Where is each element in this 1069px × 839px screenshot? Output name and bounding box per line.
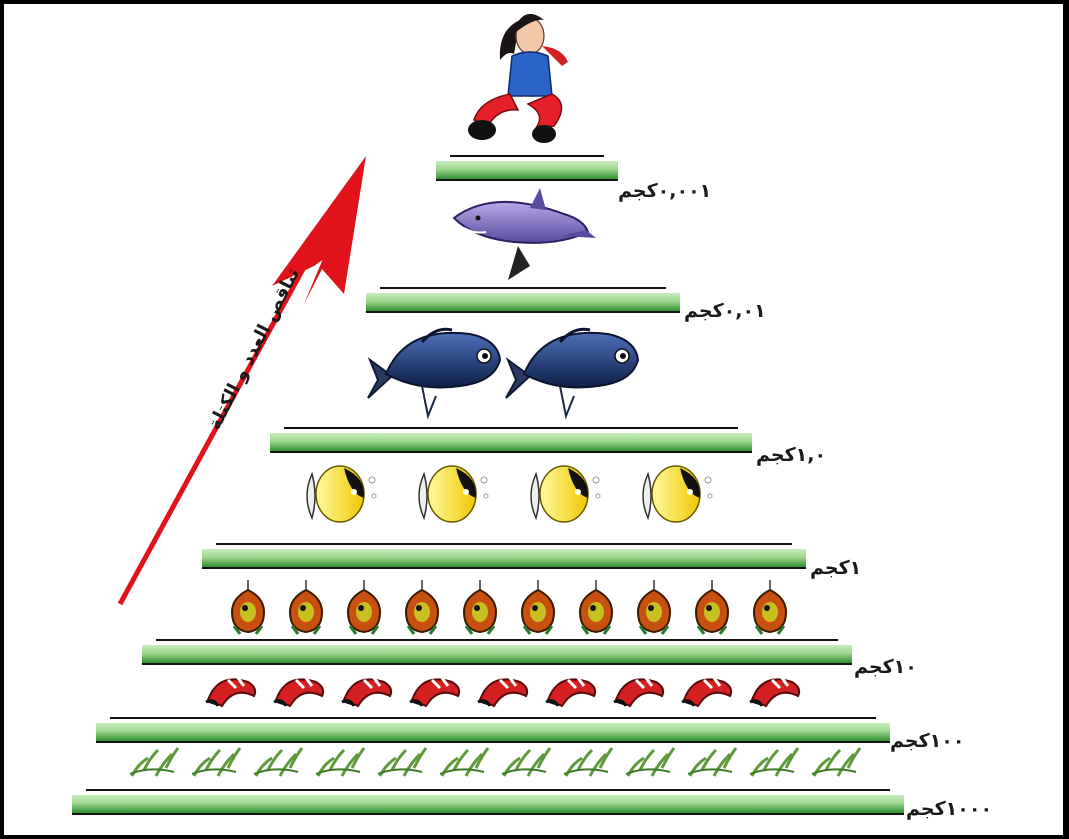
shrimp-icon <box>273 677 325 708</box>
organism-row-7 <box>468 13 568 143</box>
shrimp-icon <box>545 677 597 708</box>
level-band-5 <box>270 427 752 453</box>
shrimp-icon <box>205 677 257 708</box>
small-fish-icon <box>752 580 788 635</box>
food-pyramid-diagram: تناقص العدد و الكتلة ١٠٠٠كجم ١٠٠كجم ١٠كج… <box>4 4 1063 835</box>
mass-label-level-5: ١,٠كجم <box>756 444 827 466</box>
small-fish-icon <box>636 580 672 635</box>
plant-icon <box>253 747 304 777</box>
plant-icon <box>563 747 614 777</box>
shrimp-icon <box>681 677 733 708</box>
small-fish-icon <box>230 580 266 635</box>
level-band-4 <box>202 543 806 569</box>
small-fish-icon <box>462 580 498 635</box>
plant-icon <box>811 747 862 777</box>
mass-label-level-1: ١٠٠٠كجم <box>906 798 993 820</box>
yellow-fish-icon <box>642 465 713 523</box>
level-band-6 <box>366 287 680 313</box>
mass-label-level-3: ١٠كجم <box>854 656 917 678</box>
level-band-7 <box>436 155 618 181</box>
organism-row-5 <box>367 327 640 420</box>
yellow-fish-icon <box>306 465 377 523</box>
mass-label-level-7: ٠,٠٠١كجم <box>618 180 712 202</box>
plant-icon <box>191 747 242 777</box>
mass-label-level-6: ٠,٠١كجم <box>684 300 766 322</box>
shrimp-icon <box>477 677 529 708</box>
yellow-fish-icon <box>530 465 601 523</box>
shrimp-icon <box>341 677 393 708</box>
decreasing-arrow <box>117 156 366 606</box>
shrimp-icon <box>613 677 665 708</box>
blue-fish-icon <box>505 327 640 420</box>
pyramid-bands <box>72 155 904 815</box>
yellow-fish-icon <box>418 465 489 523</box>
small-fish-icon <box>578 580 614 635</box>
level-band-3 <box>142 639 852 665</box>
plant-icon <box>749 747 800 777</box>
small-fish-icon <box>346 580 382 635</box>
small-fish-icon <box>694 580 730 635</box>
level-band-2 <box>96 717 890 743</box>
plant-icon <box>687 747 738 777</box>
plant-icon <box>625 747 676 777</box>
shrimp-icon <box>409 677 461 708</box>
small-fish-icon <box>288 580 324 635</box>
plant-icon <box>501 747 552 777</box>
shark-icon <box>452 188 596 280</box>
blue-fish-icon <box>367 327 502 420</box>
mass-label-level-4: ١كجم <box>810 557 862 579</box>
pyramid-organisms <box>129 13 862 777</box>
level-band-1 <box>72 789 904 815</box>
mass-label-level-2: ١٠٠كجم <box>890 730 965 752</box>
plant-icon <box>129 747 180 777</box>
pyramid-artwork <box>72 13 904 815</box>
plant-icon <box>377 747 428 777</box>
plant-icon <box>315 747 366 777</box>
shrimp-icon <box>749 677 801 708</box>
organism-row-4 <box>306 465 713 523</box>
plant-icon <box>439 747 490 777</box>
organism-row-3 <box>230 580 788 635</box>
small-fish-icon <box>404 580 440 635</box>
organism-row-2 <box>205 677 801 708</box>
organism-row-6 <box>452 188 596 280</box>
small-fish-icon <box>520 580 556 635</box>
organism-row-1 <box>129 747 862 777</box>
girl-icon <box>468 13 568 143</box>
